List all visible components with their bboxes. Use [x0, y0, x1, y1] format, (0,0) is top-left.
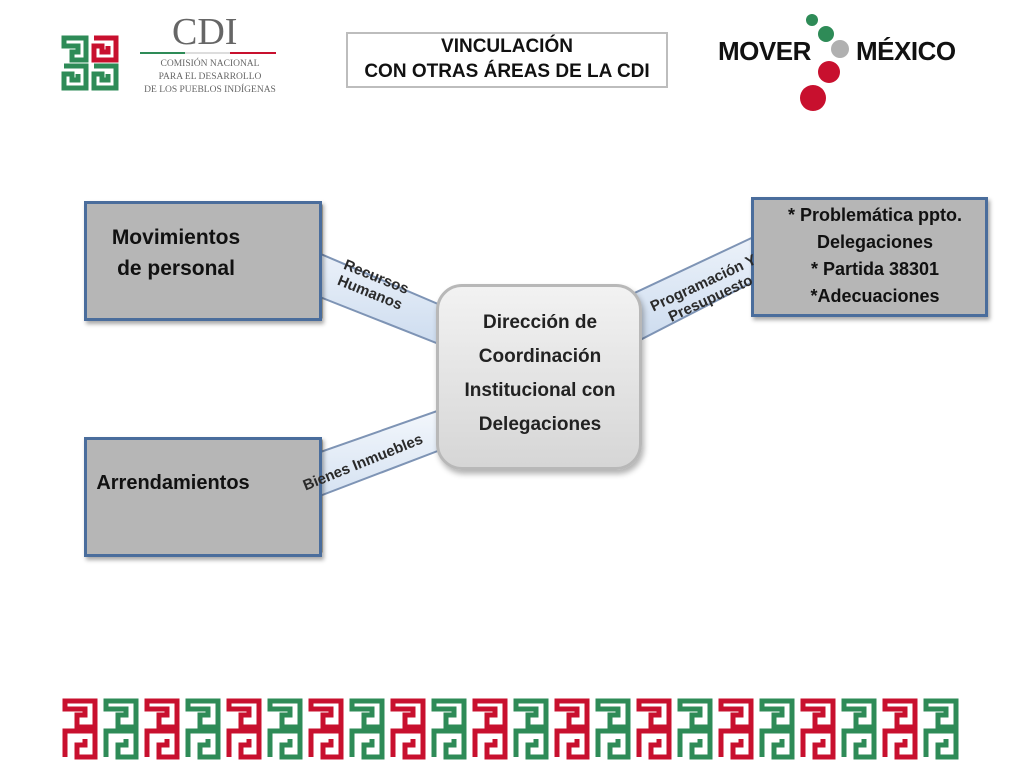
mover-mexico-logo: MOVER MÉXICO: [716, 10, 976, 116]
greek-key-motif: [803, 701, 833, 757]
greek-key-motif: [598, 701, 628, 757]
greek-key-motif: [65, 701, 95, 757]
cdi-acronym: CDI: [172, 11, 238, 53]
greek-key-motif: [393, 701, 423, 757]
movimientos-label: Movimientos de personal: [88, 222, 264, 284]
movimientos-line-2: de personal: [117, 257, 235, 280]
greek-key-motif: [311, 701, 341, 757]
title-line-2: CON OTRAS ÁREAS DE LA CDI: [364, 61, 650, 82]
greek-key-motif: [352, 701, 382, 757]
greek-key-border: [62, 698, 962, 760]
greek-key-motif: [229, 701, 259, 757]
greek-key-motif: [106, 701, 136, 757]
greek-key-motif: [557, 701, 587, 757]
cdi-name-line-1: COMISIÓN NACIONAL: [160, 59, 260, 69]
cdi-logo: CDI COMISIÓN NACIONAL PARA EL DESARROLLO…: [60, 11, 280, 100]
movimientos-box: [84, 201, 322, 321]
greek-key-motif: [844, 701, 874, 757]
cdi-name-line-3: DE LOS PUEBLOS INDÍGENAS: [144, 85, 276, 95]
cdi-name-line-2: PARA EL DESARROLLO: [158, 72, 262, 82]
greek-key-motif: [270, 701, 300, 757]
greek-key-logo-icon: [61, 35, 119, 91]
arrendamientos-label: Arrendamientos: [96, 472, 250, 494]
center-box: [436, 284, 642, 470]
center-line-4: Delegaciones: [478, 414, 602, 435]
greek-key-motif: [434, 701, 464, 757]
tricolor-divider: [140, 52, 276, 54]
presupuesto-box: [751, 197, 988, 317]
center-label: Dirección de Coordinación Institucional …: [440, 306, 640, 442]
presupuesto-list: * Problemática ppto. Delegaciones * Part…: [760, 202, 990, 310]
greek-key-motif: [926, 701, 956, 757]
arrendamientos-box: [84, 437, 322, 557]
center-line-3: Institucional con: [464, 380, 616, 401]
greek-key-motif: [885, 701, 915, 757]
mover-word: MOVER: [718, 36, 811, 66]
mexico-word: MÉXICO: [856, 36, 956, 66]
greek-key-motif: [721, 701, 751, 757]
greek-key-motif: [762, 701, 792, 757]
title-box: VINCULACIÓN CON OTRAS ÁREAS DE LA CDI: [346, 32, 668, 88]
presupuesto-item-4: *Adecuaciones: [810, 286, 940, 306]
movimientos-line-1: Movimientos: [111, 226, 241, 249]
center-line-1: Dirección de: [482, 312, 598, 333]
greek-key-motif: [147, 701, 177, 757]
greek-key-motif: [639, 701, 669, 757]
presupuesto-item-3: * Partida 38301: [810, 259, 940, 279]
presupuesto-item-2: Delegaciones: [816, 232, 934, 252]
dots-logo-icon: [800, 14, 849, 111]
greek-key-motif: [680, 701, 710, 757]
cdi-name: COMISIÓN NACIONAL PARA EL DESARROLLO DE …: [140, 58, 280, 97]
title-line-1: VINCULACIÓN: [441, 36, 573, 57]
greek-key-motif: [188, 701, 218, 757]
greek-key-motif: [516, 701, 546, 757]
center-line-2: Coordinación: [478, 346, 602, 367]
presupuesto-item-1: * Problemática ppto.: [787, 205, 963, 225]
greek-key-motif: [475, 701, 505, 757]
